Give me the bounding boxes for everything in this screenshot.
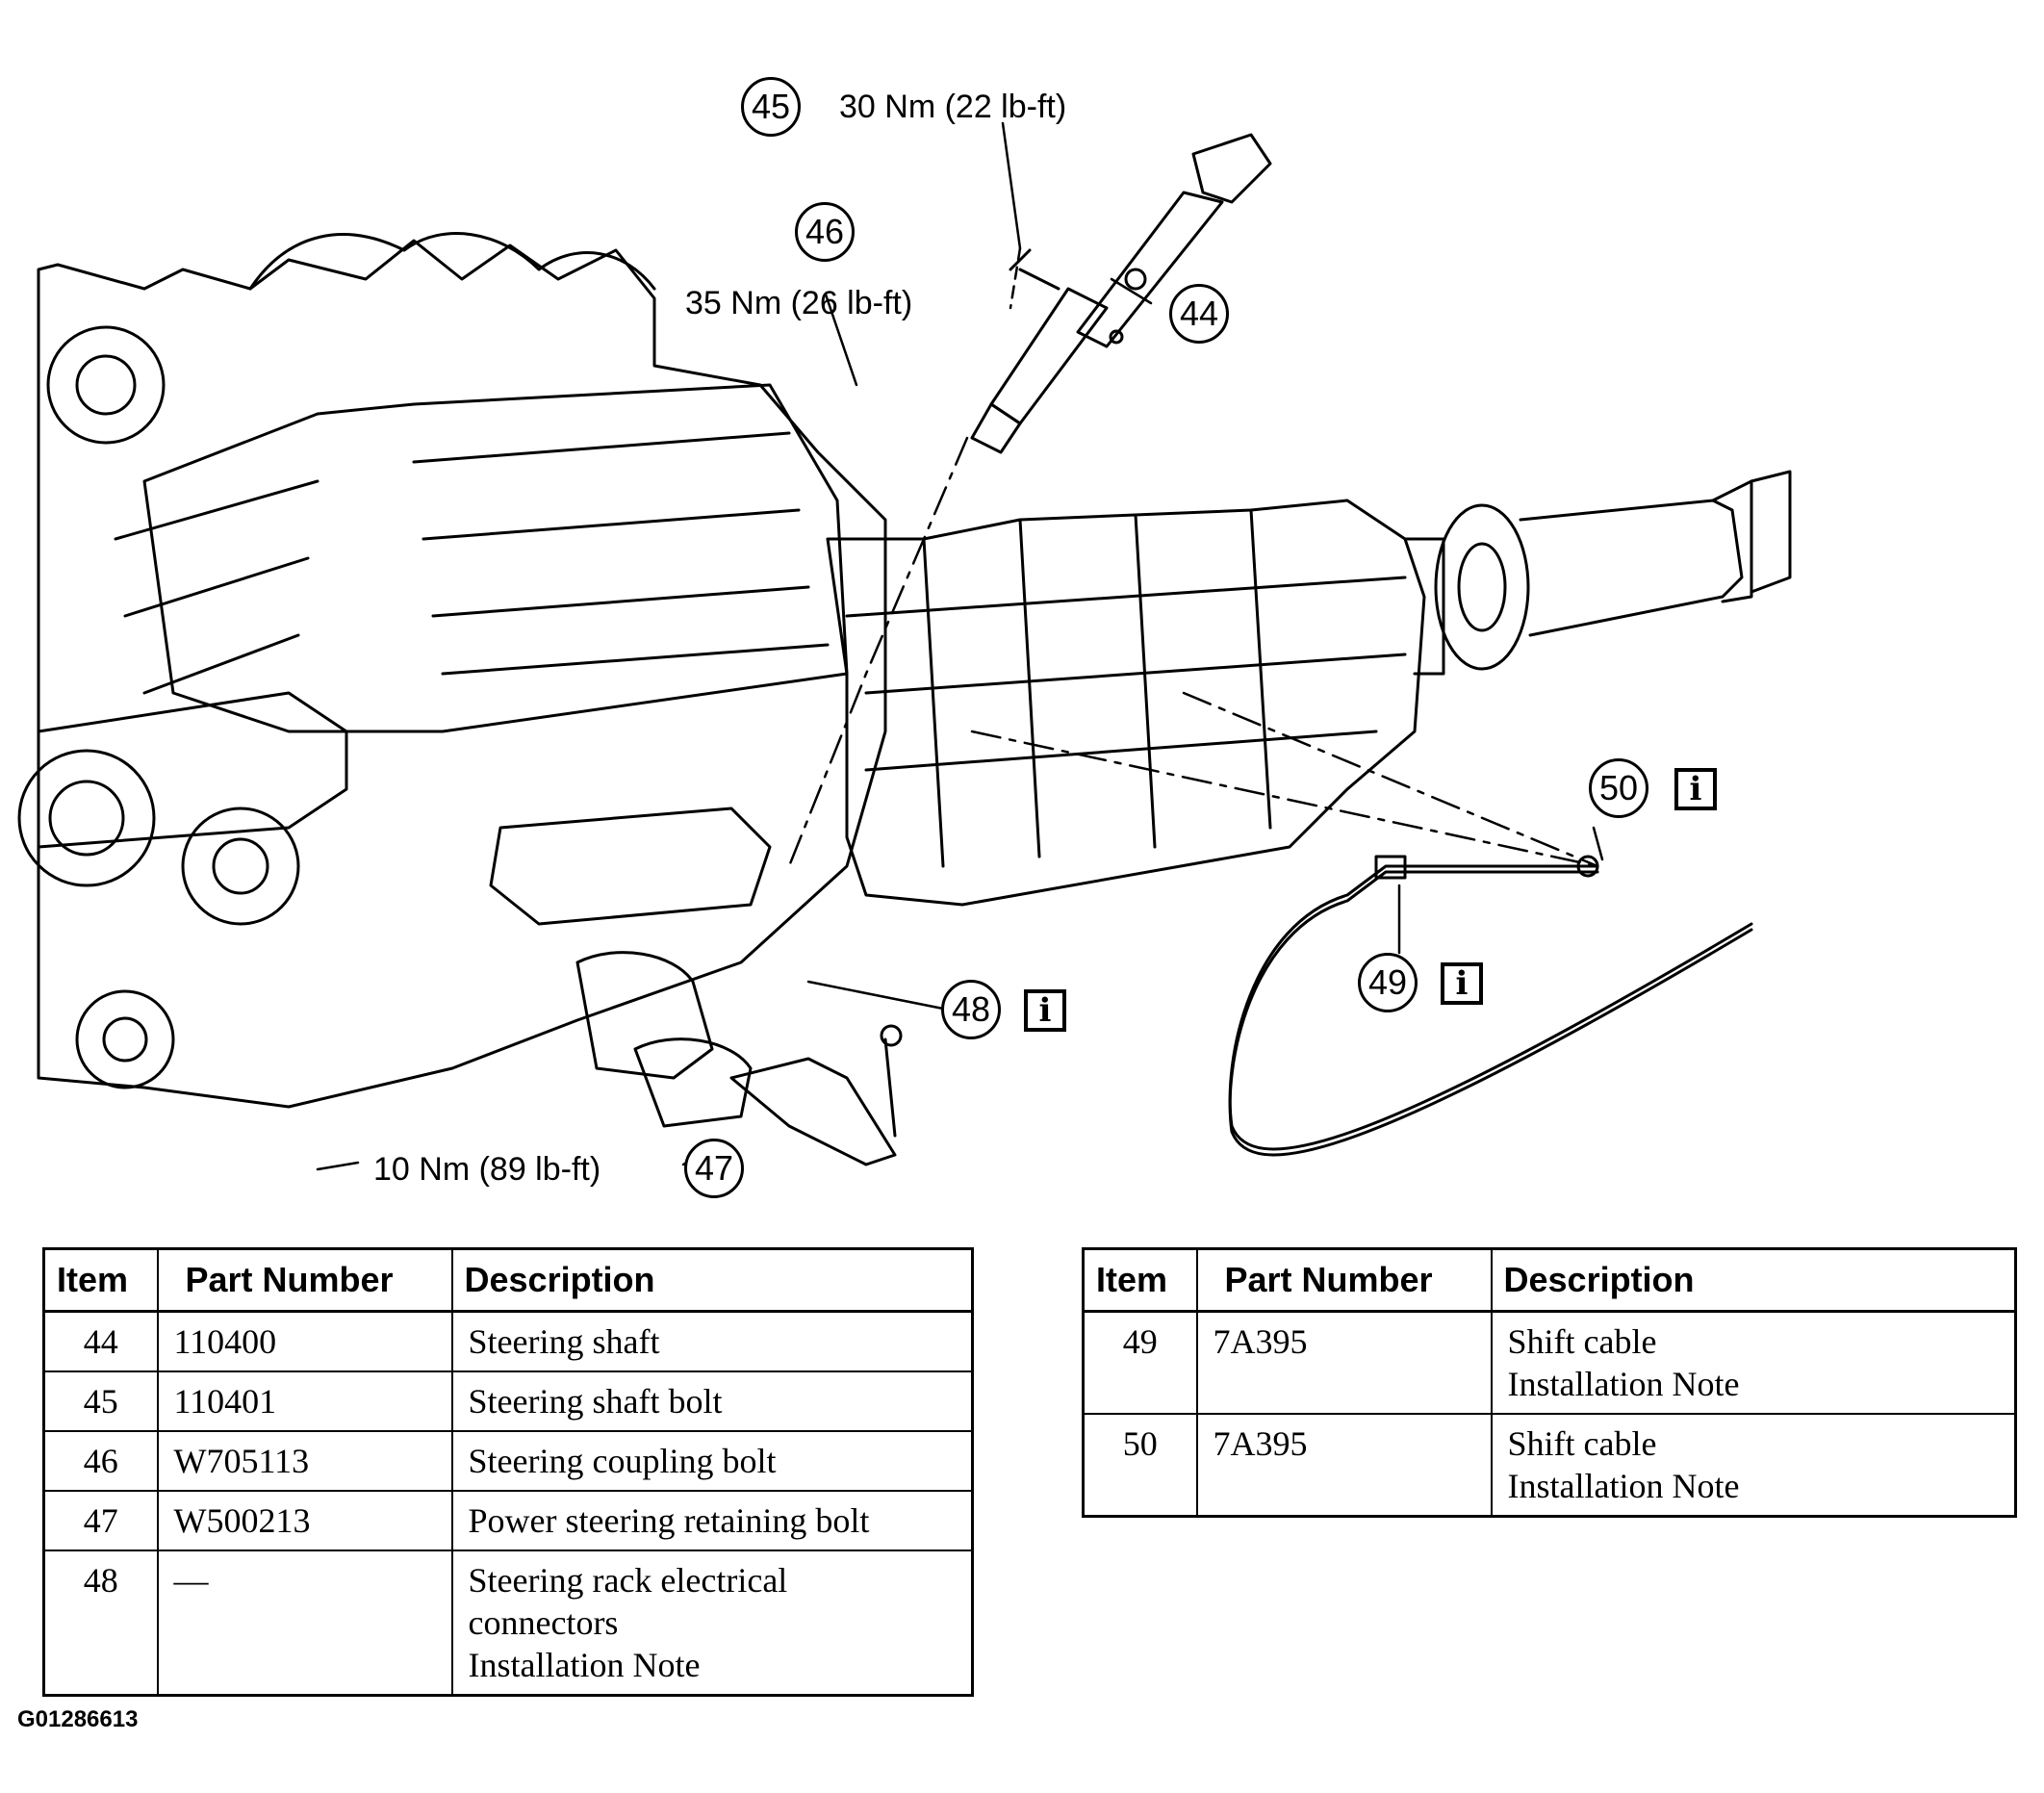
description-cell: Steering coupling bolt [450,1430,974,1492]
torque-spec-46: 35 Nm (26 lb-ft) [685,285,913,321]
description-line: Shift cable [1507,1322,1657,1361]
engine-transmission-drawing: 45 30 Nm (22 lb-ft) 46 35 Nm (26 lb-ft) … [17,77,1792,1198]
part-number-cell: — [156,1550,453,1697]
table-row: 45 110401 Steering shaft bolt [42,1370,974,1432]
column-header-item: Item [1082,1247,1198,1313]
info-icon-48: i [1024,989,1066,1032]
callout-47: 47 [684,1139,744,1198]
table-header-row: Item Part Number Description [1082,1247,2017,1313]
description-cell: Steering rack electrical connectors Inst… [450,1550,974,1697]
description-line: Steering rack electrical [468,1561,788,1600]
callout-48: 48 [941,980,1001,1039]
table-row: 50 7A395 Shift cable Installation Note [1082,1413,2017,1518]
description-cell: Power steering retaining bolt [450,1490,974,1551]
description-line: Steering shaft bolt [468,1382,723,1421]
description-line: connectors [468,1603,619,1642]
steering-shaft-drawing [970,133,1272,454]
installation-note-line: Installation Note [468,1646,701,1684]
part-number-cell: 110400 [156,1310,453,1372]
callout-49: 49 [1358,953,1418,1012]
table-row: 48 — Steering rack electrical connectors… [42,1550,974,1697]
parts-table-left: Item Part Number Description 44 110400 S… [42,1247,974,1697]
shift-cable-drawing [1228,855,1753,1157]
table-row: 46 W705113 Steering coupling bolt [42,1430,974,1492]
info-icon-49: i [1441,962,1483,1005]
callout-44: 44 [1169,284,1229,344]
parts-table-right: Item Part Number Description 49 7A395 Sh… [1082,1247,2017,1518]
item-cell: 48 [42,1550,159,1697]
installation-note-line: Installation Note [1507,1365,1740,1403]
description-line: Shift cable [1507,1424,1657,1463]
table-header-row: Item Part Number Description [42,1247,974,1313]
torque-spec-47: 10 Nm (89 lb-ft) [373,1151,601,1188]
figure-id: G01286613 [17,1706,139,1732]
installation-note-line: Installation Note [1507,1467,1740,1505]
part-number-cell: W500213 [156,1490,453,1551]
transmission-outline [826,470,1792,907]
part-number-cell: W705113 [156,1430,453,1492]
info-icon-50: i [1674,768,1717,810]
description-cell: Steering shaft bolt [450,1370,974,1432]
column-header-description: Description [1490,1247,2017,1313]
table-row: 47 W500213 Power steering retaining bolt [42,1490,974,1551]
description-cell: Steering shaft [450,1310,974,1372]
item-cell: 45 [42,1370,159,1432]
description-line: Steering coupling bolt [468,1442,777,1480]
description-cell: Shift cable Installation Note [1490,1413,2017,1518]
callout-46: 46 [795,202,855,262]
torque-spec-45: 30 Nm (22 lb-ft) [839,89,1067,125]
part-number-cell: 7A395 [1195,1413,1493,1518]
part-number-cell: 7A395 [1195,1310,1493,1415]
column-header-part-number: Part Number [156,1247,453,1313]
part-number-cell: 110401 [156,1370,453,1432]
callout-50: 50 [1589,758,1648,818]
item-cell: 44 [42,1310,159,1372]
description-line: Steering shaft [468,1322,660,1361]
description-line: Power steering retaining bolt [468,1501,870,1540]
table-row: 49 7A395 Shift cable Installation Note [1082,1310,2017,1415]
column-header-part-number: Part Number [1195,1247,1493,1313]
column-header-description: Description [450,1247,974,1313]
item-cell: 49 [1082,1310,1198,1415]
column-header-item: Item [42,1247,159,1313]
engine-outline [17,232,903,1166]
line-art [17,121,1792,1171]
item-cell: 47 [42,1490,159,1551]
item-cell: 46 [42,1430,159,1492]
table-row: 44 110400 Steering shaft [42,1310,974,1372]
item-cell: 50 [1082,1413,1198,1518]
description-cell: Shift cable Installation Note [1490,1310,2017,1415]
callout-45: 45 [741,77,801,137]
